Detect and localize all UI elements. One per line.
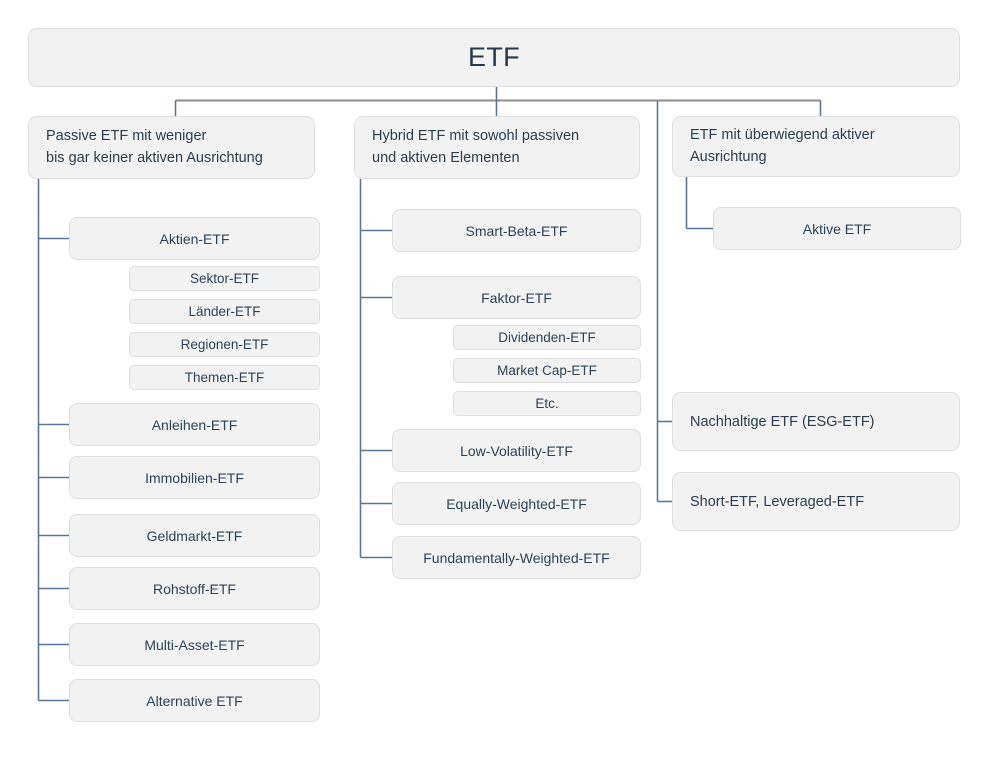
node-anleihen-etf-label: Anleihen-ETF — [151, 416, 238, 433]
node-aktien-etf[interactable]: Aktien-ETF — [69, 217, 320, 260]
node-aktien-etf-label: Aktien-ETF — [159, 230, 230, 247]
node-rohstoff-etf-label: Rohstoff-ETF — [153, 580, 236, 597]
node-aktive-etf-label: Aktive ETF — [802, 220, 872, 237]
node-alternative-etf[interactable]: Alternative ETF — [69, 679, 320, 722]
root-node-label: ETF — [468, 42, 520, 72]
node-regionen-etf[interactable]: Regionen-ETF — [129, 332, 320, 357]
node-short-leveraged-etf-label: Short-ETF, Leveraged-ETF — [690, 493, 865, 510]
node-immobilien-etf[interactable]: Immobilien-ETF — [69, 456, 320, 499]
branch-header-hybrid-label: Hybrid ETF mit sowohl passiven und aktiv… — [372, 128, 580, 166]
node-multi-asset-etf[interactable]: Multi-Asset-ETF — [69, 623, 320, 666]
node-geldmarkt-etf-label: Geldmarkt-ETF — [146, 527, 243, 544]
node-market-cap-etf[interactable]: Market Cap-ETF — [453, 358, 641, 383]
node-etc[interactable]: Etc. — [453, 391, 641, 416]
node-regionen-etf-label: Regionen-ETF — [180, 337, 269, 352]
node-smart-beta-etf-label: Smart-Beta-ETF — [465, 222, 568, 239]
node-nachhaltige-etf-label: Nachhaltige ETF (ESG-ETF) — [690, 413, 875, 430]
branch-header-passive-label: Passive ETF mit weniger bis gar keiner a… — [46, 128, 263, 166]
node-equally-weighted-etf-label: Equally-Weighted-ETF — [446, 495, 587, 512]
node-themen-etf[interactable]: Themen-ETF — [129, 365, 320, 390]
branch-header-passive[interactable]: Passive ETF mit weniger bis gar keiner a… — [28, 116, 315, 179]
node-immobilien-etf-label: Immobilien-ETF — [145, 469, 244, 486]
node-equally-weighted-etf[interactable]: Equally-Weighted-ETF — [392, 482, 641, 525]
node-fundamentally-weighted-etf[interactable]: Fundamentally-Weighted-ETF — [392, 536, 641, 579]
node-dividenden-etf[interactable]: Dividenden-ETF — [453, 325, 641, 350]
node-sektor-etf-label: Sektor-ETF — [189, 271, 259, 286]
node-smart-beta-etf[interactable]: Smart-Beta-ETF — [392, 209, 641, 252]
node-short-leveraged-etf[interactable]: Short-ETF, Leveraged-ETF — [672, 472, 960, 531]
node-multi-asset-etf-label: Multi-Asset-ETF — [144, 636, 245, 653]
branch-header-active-label: ETF mit überwiegend aktiver Ausrichtung — [690, 127, 875, 165]
node-nachhaltige-etf[interactable]: Nachhaltige ETF (ESG-ETF) — [672, 392, 960, 451]
node-geldmarkt-etf[interactable]: Geldmarkt-ETF — [69, 514, 320, 557]
root-node-etf[interactable]: ETF — [28, 28, 960, 87]
node-low-volatility-etf[interactable]: Low-Volatility-ETF — [392, 429, 641, 472]
node-etc-label: Etc. — [535, 396, 559, 411]
node-anleihen-etf[interactable]: Anleihen-ETF — [69, 403, 320, 446]
branch-header-hybrid[interactable]: Hybrid ETF mit sowohl passiven und aktiv… — [354, 116, 640, 179]
node-dividenden-etf-label: Dividenden-ETF — [498, 330, 596, 345]
node-faktor-etf-label: Faktor-ETF — [481, 289, 552, 306]
node-fundamentally-weighted-etf-label: Fundamentally-Weighted-ETF — [423, 549, 610, 566]
node-rohstoff-etf[interactable]: Rohstoff-ETF — [69, 567, 320, 610]
node-market-cap-etf-label: Market Cap-ETF — [497, 363, 597, 378]
node-sektor-etf[interactable]: Sektor-ETF — [129, 266, 320, 291]
node-faktor-etf[interactable]: Faktor-ETF — [392, 276, 641, 319]
node-laender-etf-label: Länder-ETF — [188, 304, 261, 319]
node-alternative-etf-label: Alternative ETF — [146, 692, 243, 709]
node-themen-etf-label: Themen-ETF — [184, 370, 265, 385]
branch-header-active[interactable]: ETF mit überwiegend aktiver Ausrichtung — [672, 116, 960, 177]
node-low-volatility-etf-label: Low-Volatility-ETF — [460, 442, 573, 459]
node-laender-etf[interactable]: Länder-ETF — [129, 299, 320, 324]
node-aktive-etf[interactable]: Aktive ETF — [713, 207, 961, 250]
